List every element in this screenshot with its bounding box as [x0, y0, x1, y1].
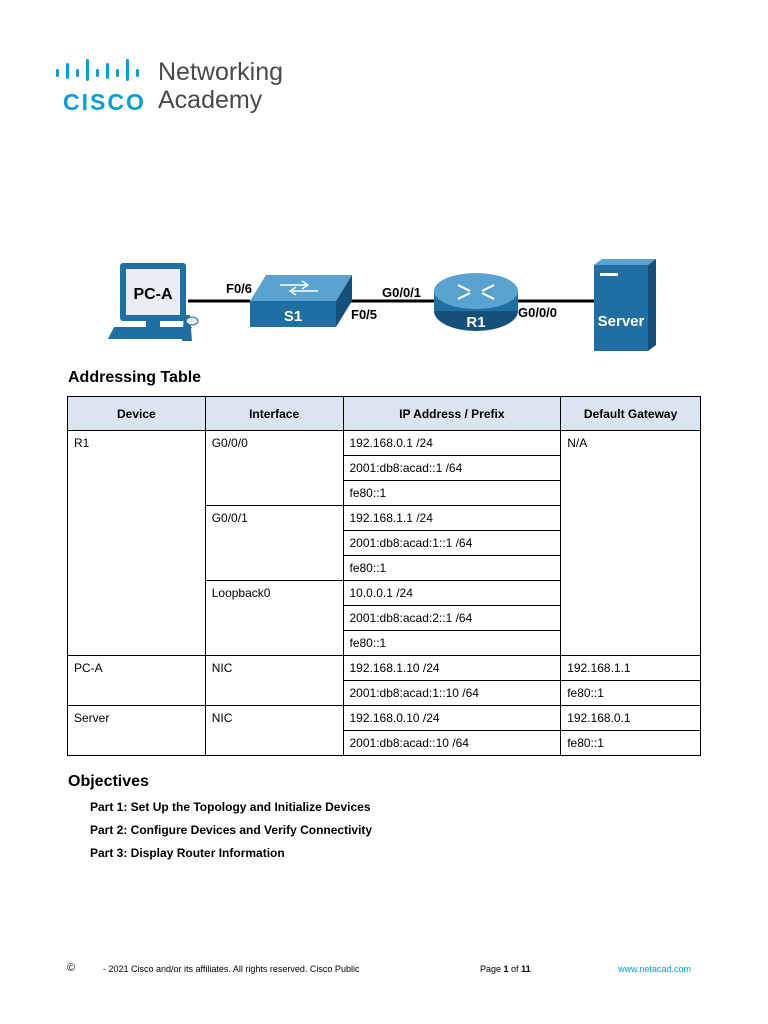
cell-interface: NIC — [204, 705, 344, 756]
header-interface: Interface — [204, 396, 344, 431]
copyright-text: - 2021 Cisco and/or its affiliates. All … — [103, 964, 360, 974]
table-row: fe80::1 — [68, 555, 701, 581]
cell-ip: 2001:db8:acad:2::1 /64 — [342, 605, 562, 631]
switch-icon — [250, 275, 352, 327]
device-label-pca: PC-A — [133, 286, 173, 303]
cisco-networking-academy-logo: CISCO Networking Academy — [54, 57, 304, 117]
cell-interface: G0/0/0 — [204, 430, 344, 506]
header-device: Device — [67, 396, 206, 431]
port-label-f05: F0/5 — [351, 307, 377, 322]
header-ip-address: IP Address / Prefix — [342, 396, 562, 431]
port-label-g001: G0/0/1 — [382, 285, 421, 300]
objective-item: Part 2: Configure Devices and Verify Con… — [90, 823, 373, 837]
cell-device: PC-A — [67, 655, 206, 706]
table-row: 2001:db8:acad:1::10 /64 fe80::1 — [68, 680, 701, 706]
table-row: Loopback0 10.0.0.1 /24 — [68, 580, 701, 656]
cell-ip: 192.168.1.10 /24 — [342, 655, 562, 681]
cell-gateway: 192.168.0.1 — [560, 705, 701, 731]
cell-interface: G0/0/1 — [204, 505, 344, 581]
table-header-row: Device Interface IP Address / Prefix Def… — [67, 396, 701, 431]
cell-interface: Loopback0 — [204, 580, 344, 656]
cell-ip: 10.0.0.1 /24 — [342, 580, 562, 606]
table-row: 2001:db8:acad:1::1 /64 — [68, 530, 701, 556]
netacad-link[interactable]: www.netacad.com — [618, 964, 692, 974]
port-label-g000: G0/0/0 — [518, 305, 557, 320]
logo-line-networking: Networking — [158, 58, 284, 86]
cell-ip: fe80::1 — [342, 555, 562, 581]
table-row: R1 G0/0/0 192.168.0.1 /24 N/A — [67, 430, 701, 656]
page-prefix: Page — [480, 964, 504, 974]
server-icon — [594, 259, 656, 351]
table-row: G0/0/1 192.168.1.1 /24 — [68, 505, 701, 581]
copyright-symbol: © — [67, 962, 76, 974]
table-row: fe80::1 — [68, 480, 701, 506]
cell-gateway: N/A — [560, 430, 701, 656]
cell-ip: fe80::1 — [342, 630, 562, 656]
cell-ip: 192.168.0.10 /24 — [342, 705, 562, 731]
topology-diagram: PC-A S1 R1 Server F0/6 G0/0/1 F0/5 — [108, 255, 668, 355]
cell-ip: fe80::1 — [342, 480, 562, 506]
table-row: Server NIC 192.168.0.10 /24 192.168.0.1 — [67, 705, 701, 756]
device-label-r1: R1 — [466, 314, 485, 331]
cisco-bars-icon — [56, 59, 139, 81]
router-icon — [434, 273, 518, 331]
cell-gateway: fe80::1 — [560, 730, 701, 756]
page-current: 1 — [503, 964, 509, 974]
logo-line-academy: Academy — [158, 86, 263, 114]
logo-text: Networking Academy — [158, 58, 283, 114]
addressing-table-title: Addressing Table — [68, 369, 202, 386]
cell-ip: 2001:db8:acad:1::1 /64 — [342, 530, 562, 556]
table-row: 2001:db8:acad::10 /64 fe80::1 — [68, 730, 701, 756]
cell-ip: 2001:db8:acad::10 /64 — [342, 730, 562, 756]
header-default-gateway: Default Gateway — [560, 396, 701, 431]
page-number: Page 1 of 11 — [480, 964, 531, 974]
objective-item: Part 3: Display Router Information — [90, 846, 285, 860]
cell-gateway: 192.168.1.1 — [560, 655, 701, 681]
port-label-f06: F0/6 — [226, 281, 252, 296]
cell-interface: NIC — [204, 655, 344, 706]
device-label-server: Server — [598, 313, 645, 330]
cell-ip: 192.168.0.1 /24 — [342, 430, 562, 456]
table-row: 2001:db8:acad:2::1 /64 — [68, 605, 701, 631]
table-row: PC-A NIC 192.168.1.10 /24 192.168.1.1 — [67, 655, 701, 706]
objectives-list: Part 1: Set Up the Topology and Initiali… — [90, 799, 372, 868]
page-total: 11 — [521, 964, 531, 974]
table-row: fe80::1 — [68, 630, 701, 656]
objective-item: Part 1: Set Up the Topology and Initiali… — [90, 800, 371, 814]
cell-ip: 192.168.1.1 /24 — [342, 505, 562, 531]
pc-icon — [108, 263, 199, 341]
page-of: of — [508, 964, 522, 974]
cell-ip: 2001:db8:acad:1::10 /64 — [342, 680, 562, 706]
objectives-title: Objectives — [68, 773, 149, 790]
cell-device: R1 — [67, 430, 206, 656]
cisco-wordmark: CISCO — [63, 89, 146, 115]
table-row: 2001:db8:acad::1 /64 — [68, 455, 701, 481]
cell-device: Server — [67, 705, 206, 756]
cell-ip: 2001:db8:acad::1 /64 — [342, 455, 562, 481]
addressing-table: Device Interface IP Address / Prefix Def… — [67, 396, 701, 756]
device-label-s1: S1 — [284, 308, 302, 325]
cell-gateway: fe80::1 — [560, 680, 701, 706]
